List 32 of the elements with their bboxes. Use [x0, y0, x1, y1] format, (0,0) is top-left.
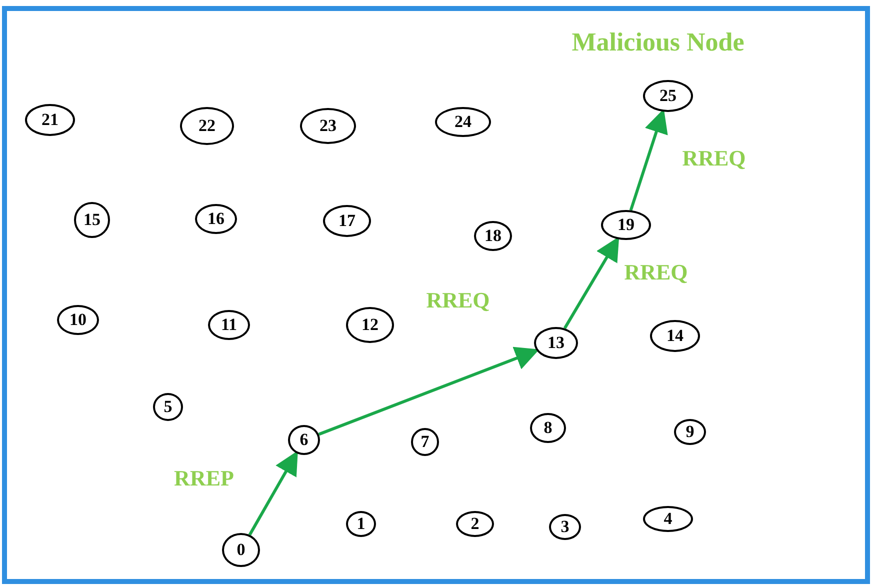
node-ellipse: 4	[643, 506, 693, 532]
node-caption: Malicious Node	[572, 26, 744, 58]
arrow	[318, 346, 540, 436]
node-ellipse: 2	[456, 511, 494, 537]
node-ellipse: 11	[208, 310, 250, 340]
node-ellipse: 12	[346, 307, 394, 343]
node-ellipse: 23	[300, 108, 356, 144]
edge-label: RREQ	[624, 258, 688, 286]
node-ellipse: 22	[180, 107, 234, 145]
node-ellipse: 16	[195, 204, 237, 234]
node-ellipse: 1	[346, 511, 376, 537]
node-ellipse: 7	[411, 428, 439, 456]
node-ellipse: 24	[435, 107, 491, 137]
node-ellipse: 8	[530, 413, 566, 443]
node-ellipse: 0	[222, 533, 260, 567]
node-ellipse: 17	[323, 205, 371, 237]
node-ellipse: 14	[650, 320, 700, 352]
node-ellipse: 19	[601, 210, 651, 240]
node-ellipse: 25	[643, 80, 693, 112]
node-ellipse: 9	[674, 419, 706, 445]
edge-label: RREQ	[682, 144, 746, 172]
node-ellipse: 21	[25, 104, 75, 136]
edge-label: RREQ	[426, 286, 490, 314]
arrow	[248, 450, 298, 536]
node-ellipse: 15	[74, 202, 110, 238]
node-ellipse: 13	[534, 327, 578, 359]
edge-label: RREP	[174, 464, 234, 492]
node-ellipse: 10	[57, 305, 99, 335]
node-ellipse: 18	[474, 221, 512, 251]
node-ellipse: 3	[549, 514, 581, 540]
node-ellipse: 6	[288, 425, 320, 455]
node-ellipse: 5	[153, 393, 183, 421]
